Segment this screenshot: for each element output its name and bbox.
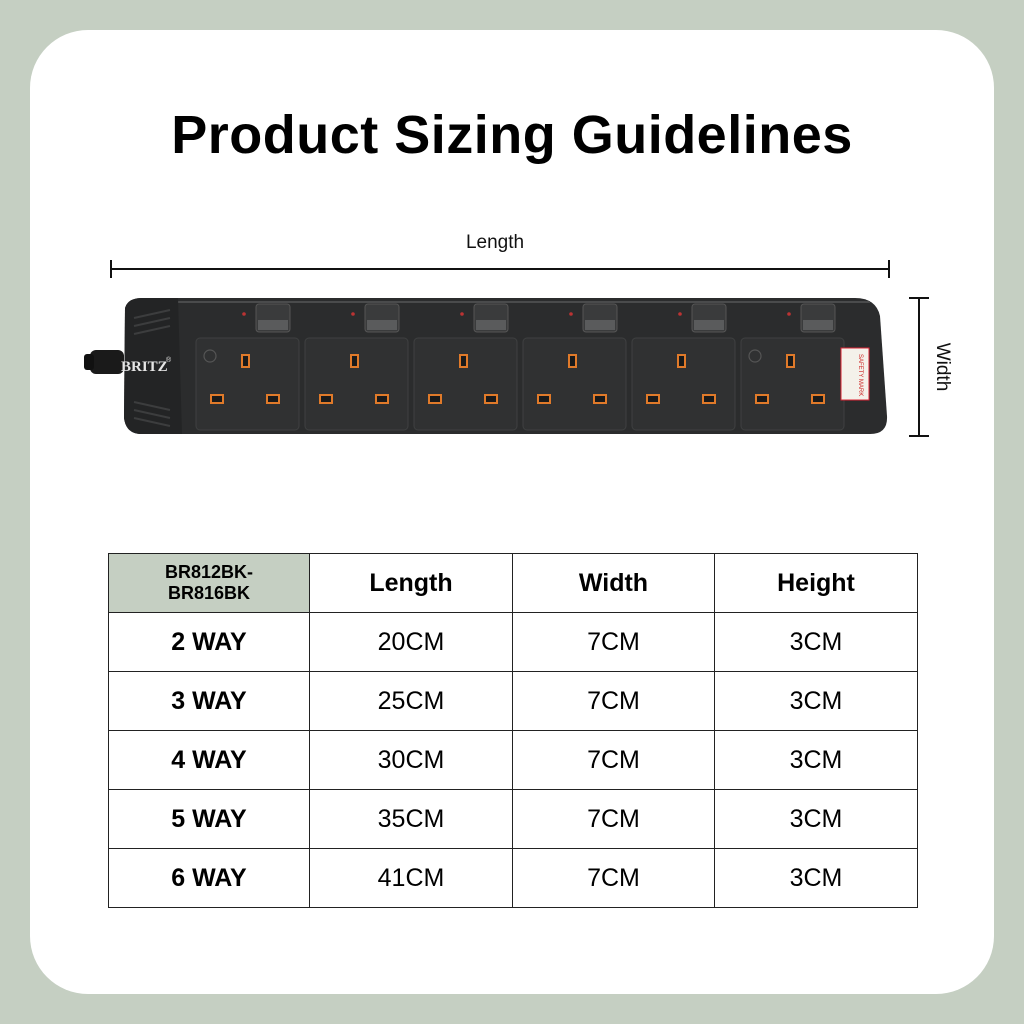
row-label: 2 WAY bbox=[108, 612, 310, 672]
height-cell: 3CM bbox=[714, 730, 918, 790]
width-cell: 7CM bbox=[512, 730, 715, 790]
socket-module bbox=[304, 303, 409, 431]
indicator-light bbox=[242, 312, 246, 316]
table-row: 3 WAY 25CM 7CM 3CM bbox=[108, 671, 918, 731]
height-cell: 3CM bbox=[714, 612, 918, 672]
table-row: 2 WAY 20CM 7CM 3CM bbox=[108, 612, 918, 672]
row-label: 4 WAY bbox=[108, 730, 310, 790]
neon-indicator bbox=[748, 349, 762, 363]
row-label: 6 WAY bbox=[108, 848, 310, 908]
indicator-light bbox=[678, 312, 682, 316]
model-header-cell: BR812BK- BR816BK bbox=[108, 553, 310, 613]
socket-module bbox=[413, 303, 518, 431]
page-title: Product Sizing Guidelines bbox=[171, 105, 853, 165]
column-header-height: Height bbox=[714, 553, 918, 613]
length-cell: 41CM bbox=[309, 848, 513, 908]
width-cell: 7CM bbox=[512, 848, 715, 908]
height-cell: 3CM bbox=[714, 789, 918, 849]
length-cell: 35CM bbox=[309, 789, 513, 849]
length-start-tick bbox=[110, 260, 112, 278]
row-label: 5 WAY bbox=[108, 789, 310, 849]
width-cell: 7CM bbox=[512, 671, 715, 731]
height-cell: 3CM bbox=[714, 848, 918, 908]
socket-row bbox=[195, 303, 845, 431]
length-cell: 30CM bbox=[309, 730, 513, 790]
socket-face bbox=[195, 337, 300, 431]
neon-indicator bbox=[203, 349, 217, 363]
indicator-light bbox=[460, 312, 464, 316]
socket-face bbox=[304, 337, 409, 431]
socket-face bbox=[631, 337, 736, 431]
power-strip-image: BRITZ ® SAFETY MARK bbox=[84, 298, 888, 434]
svg-text:SAFETY MARK: SAFETY MARK bbox=[857, 354, 863, 396]
brand-registered-mark: ® bbox=[166, 356, 172, 364]
socket-module bbox=[631, 303, 736, 431]
table-row: 5 WAY 35CM 7CM 3CM bbox=[108, 789, 918, 849]
length-cell: 25CM bbox=[309, 671, 513, 731]
column-header-length: Length bbox=[309, 553, 513, 613]
model-code-line-1: BR812BK- bbox=[164, 562, 254, 582]
socket-module bbox=[522, 303, 627, 431]
row-label: 3 WAY bbox=[108, 671, 310, 731]
brand-logo: BRITZ bbox=[121, 359, 168, 375]
socket-face bbox=[413, 337, 518, 431]
model-code-line-2: BR816BK bbox=[167, 583, 251, 603]
sizing-table: BR812BK- BR816BK Length Width Height 2 W… bbox=[108, 553, 918, 908]
safety-mark-label: SAFETY MARK bbox=[840, 347, 870, 401]
indicator-light bbox=[569, 312, 573, 316]
width-dimension-line bbox=[918, 298, 920, 436]
table-row: 6 WAY 41CM 7CM 3CM bbox=[108, 848, 918, 908]
socket-module bbox=[195, 303, 300, 431]
width-top-tick bbox=[909, 297, 929, 299]
table-header-row: BR812BK- BR816BK Length Width Height bbox=[108, 553, 918, 613]
height-cell: 3CM bbox=[714, 671, 918, 731]
table-row: 4 WAY 30CM 7CM 3CM bbox=[108, 730, 918, 790]
width-cell: 7CM bbox=[512, 612, 715, 672]
width-bottom-tick bbox=[909, 435, 929, 437]
socket-face bbox=[740, 337, 845, 431]
width-cell: 7CM bbox=[512, 789, 715, 849]
socket-module bbox=[740, 303, 845, 431]
length-cell: 20CM bbox=[309, 612, 513, 672]
length-end-tick bbox=[888, 260, 890, 278]
length-dimension-line bbox=[111, 268, 889, 270]
width-dimension-label: Width bbox=[932, 342, 953, 392]
socket-face bbox=[522, 337, 627, 431]
indicator-light bbox=[351, 312, 355, 316]
column-header-width: Width bbox=[512, 553, 715, 613]
power-cable bbox=[90, 350, 124, 374]
indicator-light bbox=[787, 312, 791, 316]
length-dimension-label: Length bbox=[465, 232, 525, 253]
